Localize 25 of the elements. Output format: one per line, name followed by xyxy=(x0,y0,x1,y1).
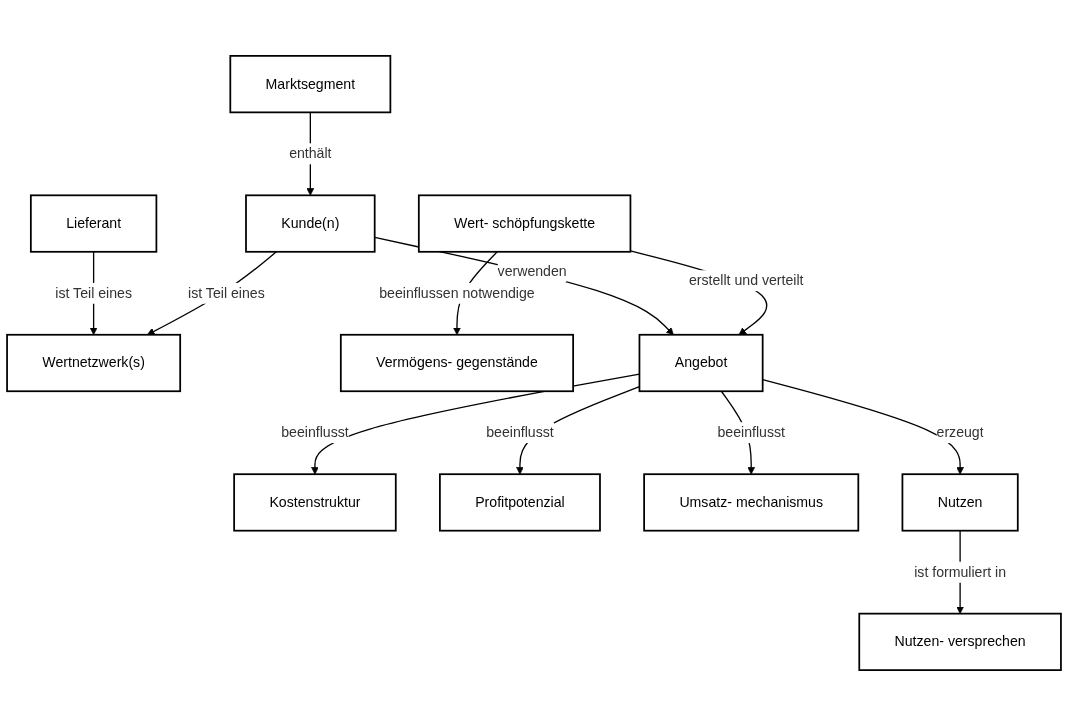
node-box: Angebot xyxy=(638,333,764,393)
edge-label: beeinflussen notwendige xyxy=(379,285,535,301)
node-box: Nutzen- versprechen xyxy=(858,612,1062,671)
node-box: Wert- schöpfungskette xyxy=(417,194,632,253)
node-box: Vermögens- gegenstände xyxy=(339,333,575,393)
node-box: Wertnetzwerk(s) xyxy=(6,333,182,393)
arrow xyxy=(762,378,964,475)
edge-label: enthält xyxy=(289,145,332,161)
node-box: Umsatz- mechanismus xyxy=(643,473,860,532)
node-box: Profitpotenzial xyxy=(439,473,601,532)
node-box: Marktsegment xyxy=(229,55,392,114)
arrow xyxy=(147,251,277,336)
edge-label: beeinflusst xyxy=(281,424,349,440)
edge-label: ist formuliert in xyxy=(914,564,1007,580)
edge-label: erstellt und verteilt xyxy=(688,272,804,288)
edge-label: ist Teil eines xyxy=(188,285,265,301)
edge-label: erzeugt xyxy=(936,424,984,440)
node-box: Nutzen xyxy=(901,473,1019,532)
edge-label: verwenden xyxy=(497,263,567,279)
node-box: Kunde(n) xyxy=(245,194,376,253)
edge-label: beeinflusst xyxy=(717,424,785,440)
edge-label: ist Teil eines xyxy=(55,285,132,301)
node-box: Lieferant xyxy=(29,194,158,253)
node-box: Kostenstruktur xyxy=(233,473,397,532)
edge-label: beeinflusst xyxy=(486,424,554,440)
